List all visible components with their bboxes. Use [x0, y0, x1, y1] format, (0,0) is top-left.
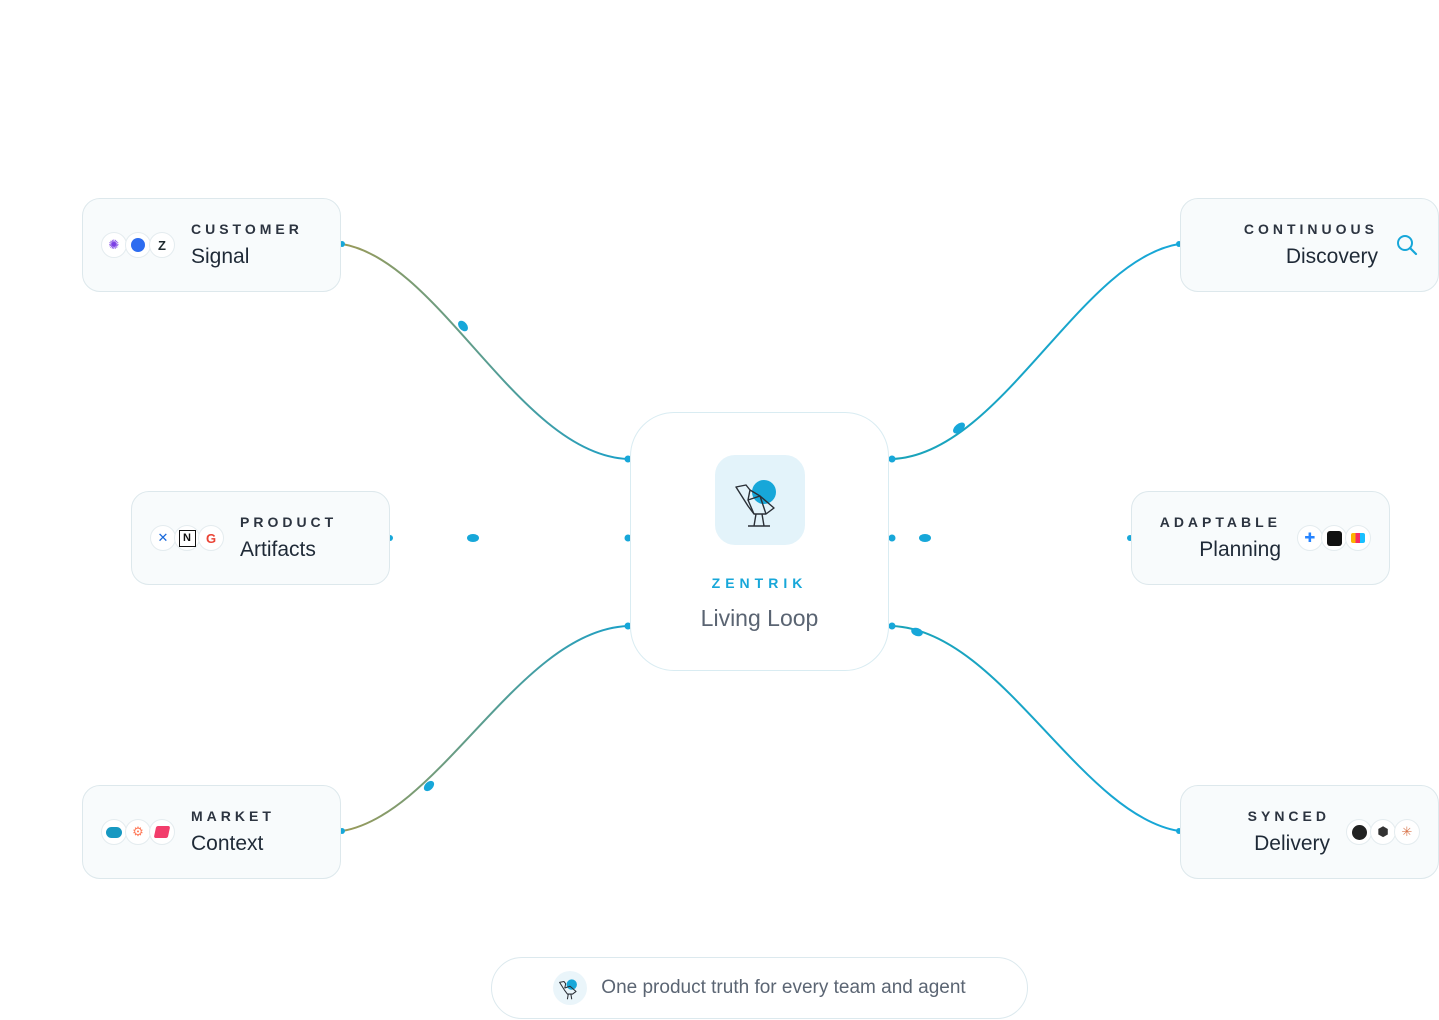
node-eyebrow: PRODUCT — [240, 514, 338, 530]
node-title: Context — [191, 832, 264, 855]
flow-pulse — [919, 534, 931, 542]
node-adaptable-planning[interactable]: ADAPTABLE Planning ✚ — [1131, 491, 1390, 585]
linear-icon — [1321, 525, 1347, 551]
flow-pulse — [423, 780, 435, 792]
node-eyebrow: ADAPTABLE — [1159, 514, 1281, 530]
node-market-context[interactable]: ⚙ MARKET Context — [82, 785, 341, 879]
integration-icons: ✺ Z — [101, 232, 175, 258]
stack-icon — [149, 819, 175, 845]
integration-icons: ⚙ — [101, 819, 175, 845]
flow-pulse — [911, 627, 923, 637]
salesforce-icon — [101, 819, 127, 845]
node-title: Discovery — [1285, 245, 1378, 268]
connector-signal — [341, 243, 629, 460]
connector-delivery — [891, 625, 1180, 832]
node-title: Artifacts — [240, 538, 316, 561]
google-icon: G — [198, 525, 224, 551]
connector-dot — [624, 622, 632, 630]
notion-icon: N — [174, 525, 200, 551]
zoom-icon — [125, 232, 151, 258]
integration-icons: ✚ — [1297, 525, 1371, 551]
node-synced-delivery[interactable]: SYNCED Delivery ⬢ ✳ — [1180, 785, 1439, 879]
flow-pulse — [458, 320, 468, 332]
node-title: Signal — [191, 245, 250, 268]
node-continuous-discovery[interactable]: CONTINUOUS Discovery — [1180, 198, 1439, 292]
connector-dot — [624, 455, 632, 463]
airtable-icon — [1345, 525, 1371, 551]
node-eyebrow: SYNCED — [1247, 808, 1330, 824]
flow-pulse — [953, 422, 965, 434]
connector-dot — [888, 534, 896, 542]
connector-discovery — [891, 243, 1180, 460]
node-eyebrow: CONTINUOUS — [1243, 221, 1378, 237]
zendesk-icon: Z — [149, 232, 175, 258]
hubspot-icon: ⚙ — [125, 819, 151, 845]
tagline-text: One product truth for every team and age… — [601, 977, 966, 998]
flow-pulse — [467, 534, 479, 542]
node-eyebrow: MARKET — [191, 808, 275, 824]
hub-title: Living Loop — [700, 605, 819, 631]
node-title: Delivery — [1254, 832, 1330, 855]
connector-dot — [888, 622, 896, 630]
connector-dot — [624, 534, 632, 542]
integration-icons — [1394, 232, 1420, 258]
node-title: Planning — [1199, 538, 1281, 561]
brand-name: ZENTRIK — [711, 575, 808, 591]
github-icon — [1346, 819, 1372, 845]
tagline-pill: One product truth for every team and age… — [491, 957, 1028, 1019]
connector-dot — [888, 455, 896, 463]
gong-icon: ✺ — [101, 232, 127, 258]
center-hub[interactable]: ZENTRIK Living Loop — [630, 412, 889, 671]
node-customer-signal[interactable]: ✺ Z CUSTOMER Signal — [82, 198, 341, 292]
integration-icons: ✕ N G — [150, 525, 224, 551]
jira-icon: ✚ — [1297, 525, 1323, 551]
node-eyebrow: CUSTOMER — [191, 221, 303, 237]
sparkle-icon: ✳ — [1394, 819, 1420, 845]
search-icon — [1394, 232, 1420, 258]
heron-logo-icon — [553, 971, 588, 1005]
cube-icon: ⬢ — [1370, 819, 1396, 845]
confluence-icon: ✕ — [150, 525, 176, 551]
node-product-artifacts[interactable]: ✕ N G PRODUCT Artifacts — [131, 491, 390, 585]
heron-logo-icon — [714, 455, 805, 545]
connector-context — [341, 625, 629, 832]
integration-icons: ⬢ ✳ — [1346, 819, 1420, 845]
